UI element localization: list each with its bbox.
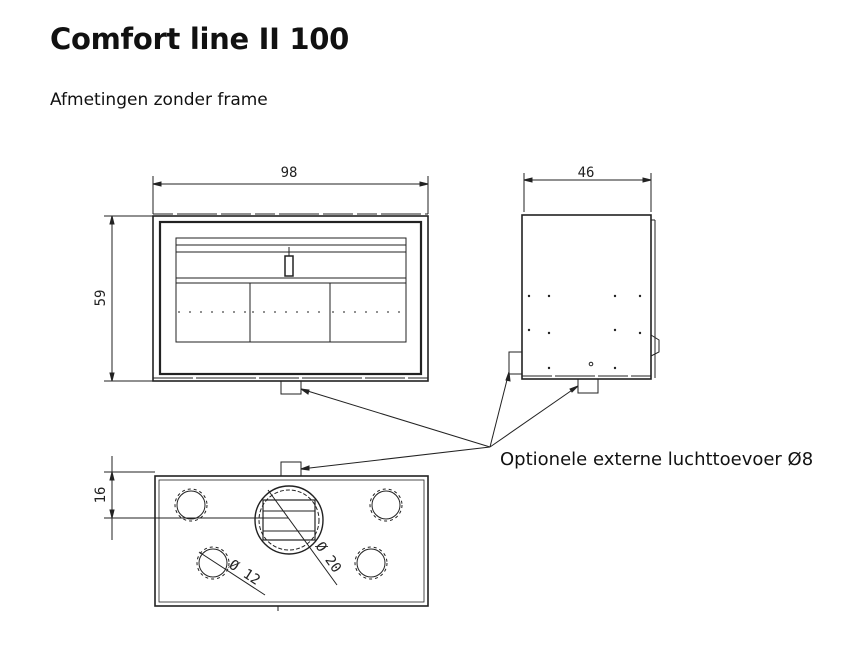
width-dimension-label: 98 [281,165,298,181]
height-dimension-label: 59 [93,290,109,307]
side-air-inlet-bottom [577,378,599,394]
hole-top-left [176,490,206,520]
front-inner-frame [158,220,423,376]
page-title: Comfort line II 100 [50,22,350,56]
small-diameter-leader [198,551,266,596]
hole-bottom-left [198,548,228,578]
hole-bottom-right [356,548,386,578]
front-air-inlet [280,380,302,395]
flue-hole-outer [254,485,324,555]
hole-top-right [371,490,401,520]
depth-dimension-label: 46 [578,165,595,181]
front-view [104,176,429,395]
front-outer-frame [152,215,429,382]
air-offset-dimension-label: 16 [93,487,109,504]
top-air-inlet [280,461,302,477]
side-view [508,173,660,394]
door-handle [284,255,294,277]
page-subtitle: Afmetingen zonder frame [50,90,268,110]
glass-panel [175,237,407,343]
small-hole-diameter-label: Ø 12 [226,557,263,589]
side-body [521,214,652,380]
side-air-inlet-back [508,351,523,375]
callout-leader-lines [300,371,579,471]
top-view [104,456,429,611]
air-supply-callout-label: Optionele externe luchttoevoer Ø8 [500,449,814,470]
large-diameter-leader [267,489,338,586]
top-body [154,475,429,607]
flue-hole-inner [262,499,316,541]
